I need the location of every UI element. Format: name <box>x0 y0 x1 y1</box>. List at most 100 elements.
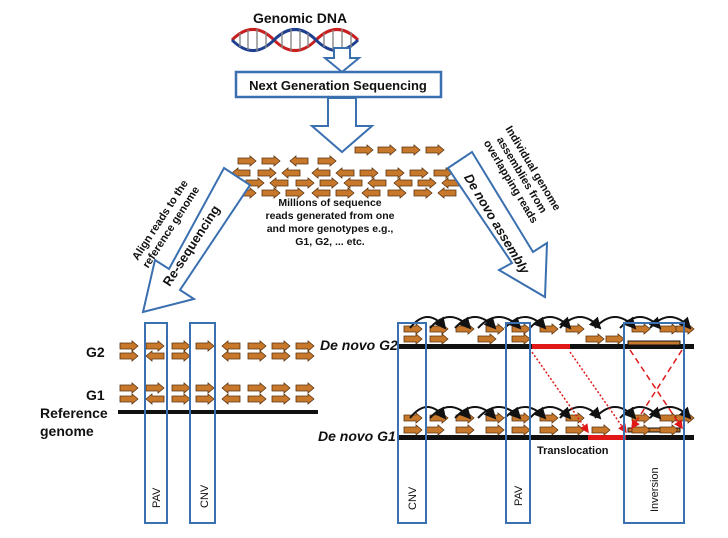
read-arrow-right <box>511 333 531 345</box>
left-pav-box <box>144 322 168 524</box>
read-arrow-right <box>261 155 281 167</box>
read-arrow-left <box>361 187 381 199</box>
read-arrow-right <box>295 340 315 352</box>
read-arrow-right <box>511 424 531 436</box>
g1-translocated-segment <box>588 435 626 440</box>
overlap-arc <box>429 316 472 330</box>
read-arrow-right <box>319 177 339 189</box>
read-arrow-right <box>195 393 215 405</box>
read-arrow-left <box>367 177 387 189</box>
read-arrow-left <box>269 177 289 189</box>
overlap-arc <box>529 406 572 420</box>
genomic-dna-title: Genomic DNA <box>253 10 347 26</box>
read-arrow-right <box>335 187 355 199</box>
read-arrow-left <box>343 177 363 189</box>
read-arrow-right <box>119 340 139 352</box>
read-arrow-right <box>295 350 315 362</box>
read-arrow-right <box>659 323 679 335</box>
overlap-arc <box>649 316 692 330</box>
read-arrow-right <box>403 424 423 436</box>
read-arrow-left <box>311 167 331 179</box>
overlap-arc <box>559 316 602 330</box>
overlap-arc <box>594 316 637 330</box>
inversion-links <box>629 349 683 430</box>
overlap-arc <box>454 406 497 420</box>
read-arrow-right <box>409 167 429 179</box>
read-arrow-right <box>247 393 267 405</box>
read-arrow-right <box>565 424 585 436</box>
overlap-arc <box>429 406 472 420</box>
read-arrow-left <box>221 340 241 352</box>
read-arrow-right <box>257 167 277 179</box>
right-g2-label: De novo G2 <box>320 337 398 353</box>
read-arrow-right <box>271 382 291 394</box>
right-inversion-label: Inversion <box>649 467 661 512</box>
read-arrow-right <box>413 187 433 199</box>
read-arrow-right <box>119 393 139 405</box>
de-novo-arrow <box>446 150 549 299</box>
read-arrow-right <box>511 323 531 335</box>
read-arrow-right <box>271 393 291 405</box>
read-arrow-right <box>247 382 267 394</box>
read-arrow-right <box>455 424 475 436</box>
overlap-arc <box>529 316 572 330</box>
translocation-links <box>531 351 627 434</box>
read-arrow-right <box>354 144 374 156</box>
overlap-arc <box>454 316 497 330</box>
read-arrow-right <box>659 424 679 436</box>
overlap-arcs <box>409 316 692 420</box>
read-arrow-right <box>539 424 559 436</box>
read-arrow-left <box>335 167 355 179</box>
read-arrow-right <box>359 167 379 179</box>
read-arrow-right <box>433 167 453 179</box>
read-arrow-right <box>237 155 257 167</box>
reference-genome-line <box>118 410 318 414</box>
left-g1-label: G1 <box>86 387 105 403</box>
overlap-arc <box>477 406 522 420</box>
right-g1-label: De novo G1 <box>318 428 396 444</box>
read-arrow-right <box>485 323 505 335</box>
read-arrow-right <box>295 393 315 405</box>
read-arrow-right <box>119 382 139 394</box>
g2-translocated-segment <box>532 344 570 349</box>
read-arrow-right <box>295 177 315 189</box>
overlap-arc <box>504 316 547 330</box>
left-panel-reads <box>119 340 315 405</box>
reference-label-line1: Reference <box>40 405 108 421</box>
read-arrow-right <box>195 382 215 394</box>
read-arrow-right <box>285 187 305 199</box>
ngs-to-reads-arrow <box>309 97 375 154</box>
translocation-label: Translocation <box>537 445 609 457</box>
reference-label-line2: genome <box>40 423 94 439</box>
read-arrow-right <box>403 412 423 424</box>
read-arrow-right <box>271 350 291 362</box>
svg-text:Millions of sequence: Millions of sequence <box>278 197 381 209</box>
read-arrow-right <box>401 144 421 156</box>
overlap-arc <box>409 406 447 420</box>
read-arrow-right <box>631 424 651 436</box>
right-cnv-label: CNV <box>407 486 419 510</box>
overlap-arc <box>594 406 637 420</box>
read-arrow-right <box>261 187 281 199</box>
read-arrow-right <box>511 412 531 424</box>
read-arrow-right <box>271 340 291 352</box>
g1-inversion-segment <box>627 427 681 433</box>
left-cnv-box <box>189 322 216 524</box>
read-arrow-right <box>403 323 423 335</box>
right-pav-box <box>505 322 531 524</box>
read-arrow-left <box>289 155 309 167</box>
dna-to-ngs-arrow <box>322 47 362 74</box>
overlap-arc <box>477 316 522 330</box>
g2-inversion-segment <box>627 340 681 346</box>
read-arrow-left <box>311 187 331 199</box>
read-arrow-right <box>387 187 407 199</box>
overlap-arc <box>409 316 447 330</box>
read-arrow-right <box>377 144 397 156</box>
read-arrow-right <box>605 333 625 345</box>
left-g2-label: G2 <box>86 344 105 360</box>
read-arrow-right <box>195 340 215 352</box>
overlap-arc <box>649 406 692 420</box>
svg-text:and more genotypes e.g.,: and more genotypes e.g., <box>267 223 394 235</box>
read-arrow-right <box>145 340 165 352</box>
